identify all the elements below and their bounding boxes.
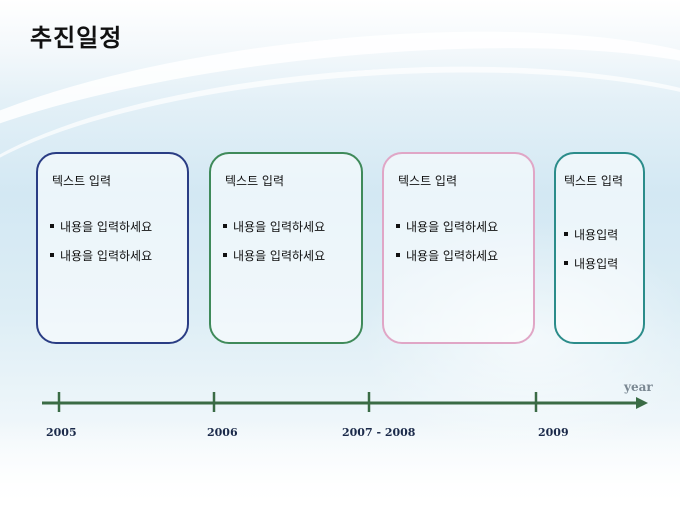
bullet-icon [50, 223, 54, 228]
card-heading: 텍스트 입력 [52, 174, 112, 188]
timeline-arrow-icon [636, 397, 648, 409]
list-item-text: 내용을 입력하세요 [60, 249, 153, 263]
card-item-list: 내용을 입력하세요 내용을 입력하세요 [223, 218, 325, 276]
bullet-icon [564, 260, 568, 265]
list-item: 내용을 입력하세요 [50, 247, 152, 264]
bullet-icon [564, 231, 568, 236]
timeline-year: 2009 [538, 426, 569, 439]
list-item-text: 내용을 입력하세요 [60, 220, 153, 234]
schedule-card-1[interactable]: 텍스트 입력 내용을 입력하세요 내용을 입력하세요 [36, 152, 189, 344]
card-heading: 텍스트 입력 [564, 174, 624, 188]
bullet-icon [396, 223, 400, 228]
list-item-text: 내용을 입력하세요 [233, 220, 326, 234]
card-item-list: 내용입력 내용입력 [564, 226, 618, 284]
schedule-card-4[interactable]: 텍스트 입력 내용입력 내용입력 [554, 152, 645, 344]
card-heading: 텍스트 입력 [225, 174, 285, 188]
bullet-icon [396, 252, 400, 257]
list-item: 내용을 입력하세요 [396, 247, 498, 264]
schedule-card-2[interactable]: 텍스트 입력 내용을 입력하세요 내용을 입력하세요 [209, 152, 363, 344]
card-heading: 텍스트 입력 [398, 174, 458, 188]
list-item: 내용을 입력하세요 [396, 218, 498, 235]
list-item-text: 내용을 입력하세요 [406, 220, 499, 234]
bottom-fade [0, 420, 680, 510]
bullet-icon [223, 252, 227, 257]
timeline-axis-label: year [624, 380, 653, 394]
list-item: 내용입력 [564, 255, 618, 272]
schedule-card-3[interactable]: 텍스트 입력 내용을 입력하세요 내용을 입력하세요 [382, 152, 535, 344]
list-item-text: 내용을 입력하세요 [406, 249, 499, 263]
bullet-icon [223, 223, 227, 228]
timeline-year: 2006 [207, 426, 238, 439]
list-item: 내용을 입력하세요 [50, 218, 152, 235]
list-item-text: 내용입력 [574, 228, 619, 242]
card-item-list: 내용을 입력하세요 내용을 입력하세요 [50, 218, 152, 276]
list-item-text: 내용을 입력하세요 [233, 249, 326, 263]
list-item: 내용을 입력하세요 [223, 247, 325, 264]
timeline-year: 2005 [46, 426, 77, 439]
slide-title: 추진일정 [30, 24, 123, 52]
list-item: 내용입력 [564, 226, 618, 243]
list-item-text: 내용입력 [574, 257, 619, 271]
list-item: 내용을 입력하세요 [223, 218, 325, 235]
timeline-year: 2007 - 2008 [342, 426, 416, 439]
bullet-icon [50, 252, 54, 257]
card-item-list: 내용을 입력하세요 내용을 입력하세요 [396, 218, 498, 276]
